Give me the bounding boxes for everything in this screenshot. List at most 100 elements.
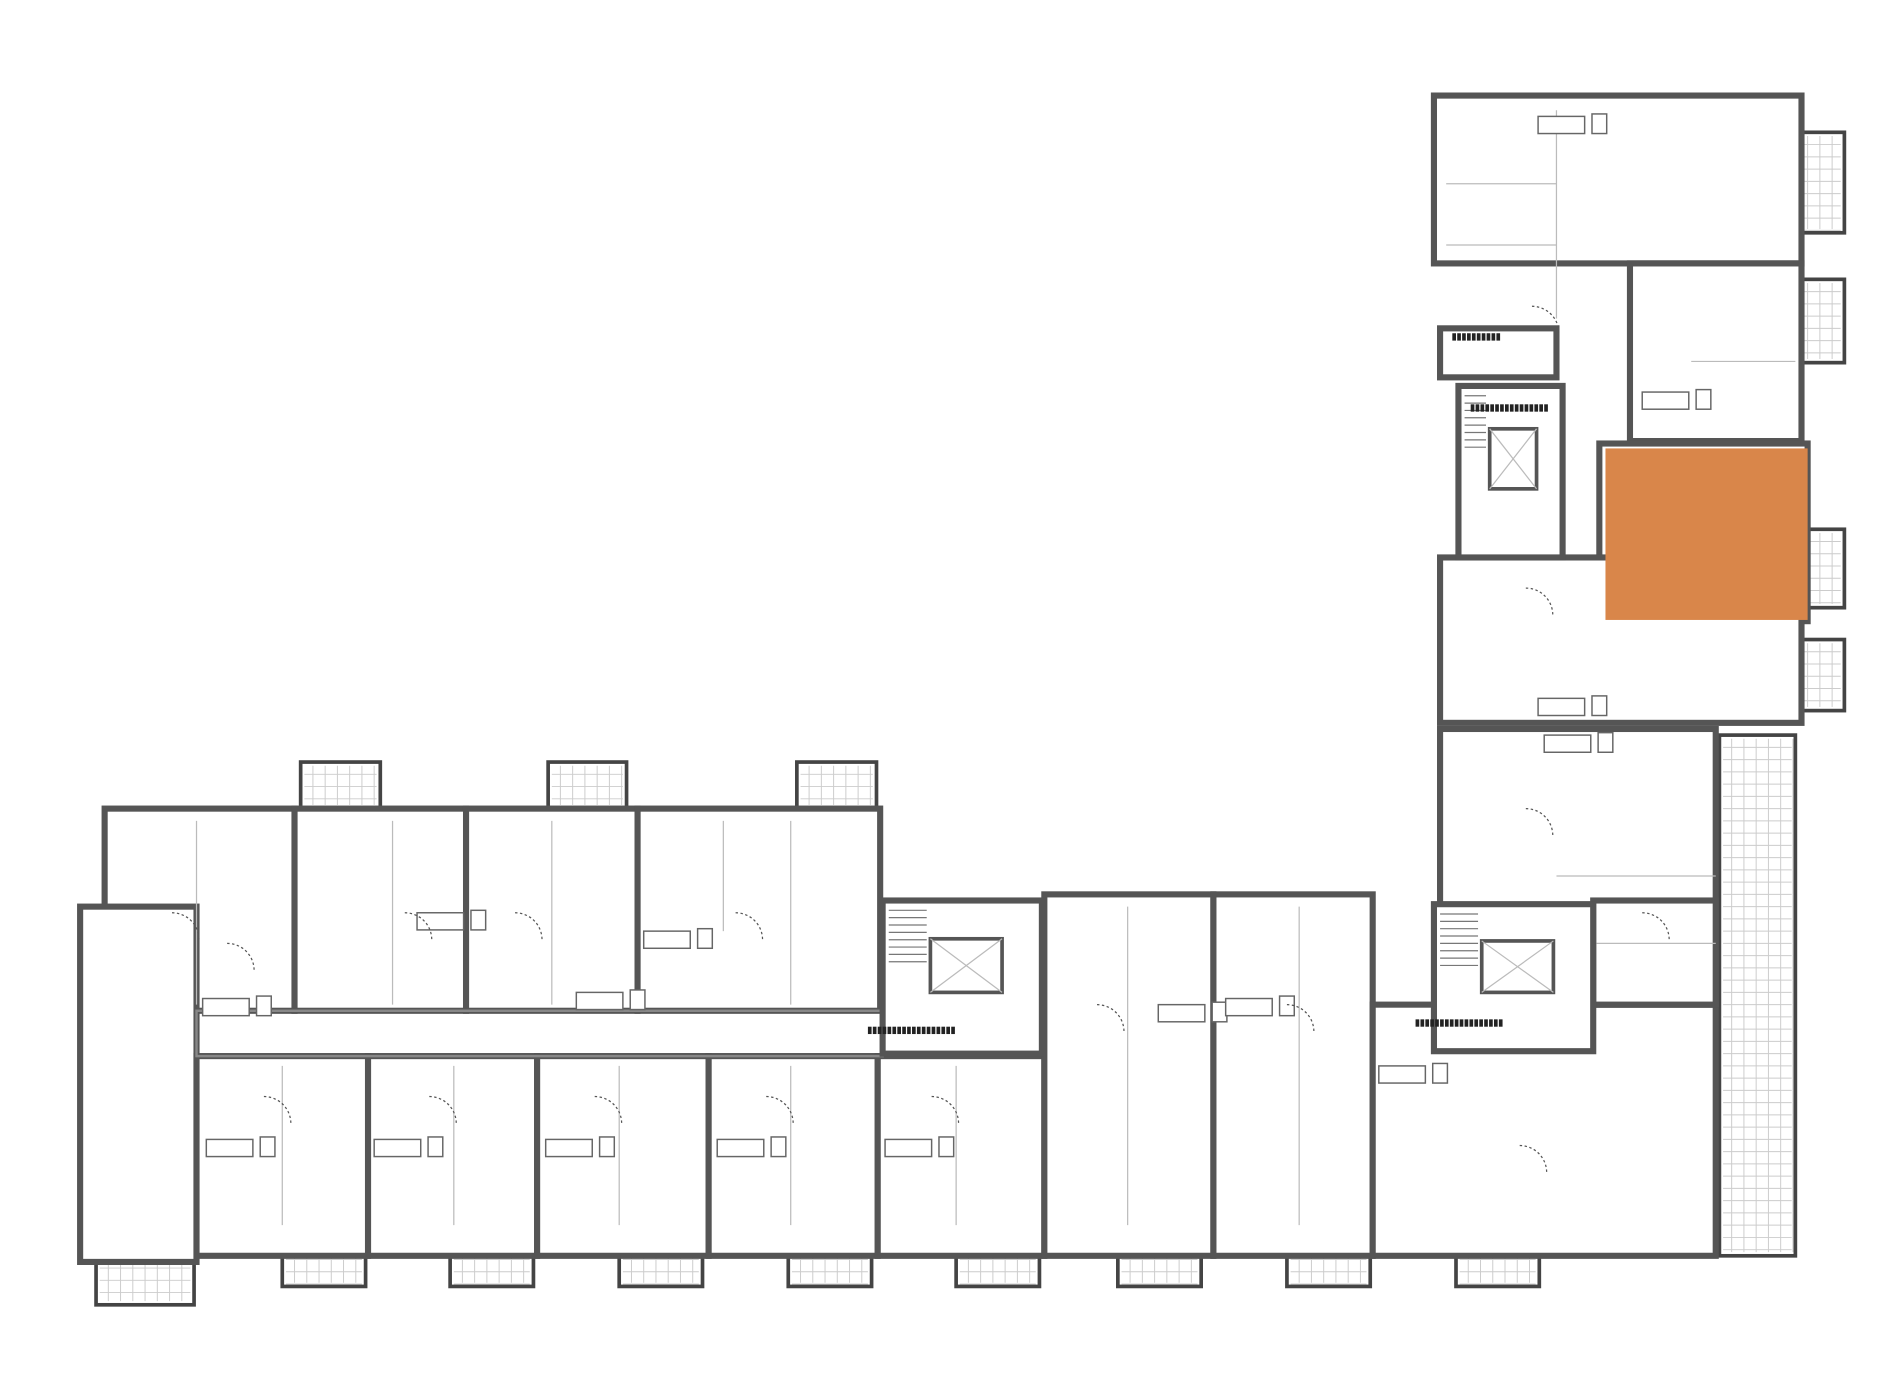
ventilation-grille: [1452, 333, 1501, 341]
toilet: [938, 1136, 955, 1158]
balconies: [94, 130, 1847, 1307]
door-swings: [172, 305, 1670, 1173]
toilet: [1695, 388, 1712, 410]
grille-slot: [907, 1026, 911, 1035]
grille-slot: [1415, 1019, 1420, 1027]
stair-core: [879, 897, 1045, 1057]
grille-slot: [1544, 404, 1548, 412]
grille-slot: [951, 1026, 955, 1035]
door-swing: [735, 912, 764, 940]
bathtub: [205, 1138, 254, 1158]
elevator-cross: [930, 938, 1003, 993]
door-swing: [1519, 1144, 1548, 1173]
grille-slot: [1524, 404, 1529, 412]
bathtub: [884, 1138, 933, 1158]
bathroom-fixtures: [201, 113, 1712, 1158]
stair-elevator-cores: [867, 333, 1597, 1057]
apartment-unit: [1626, 260, 1805, 445]
toilet: [1278, 995, 1296, 1017]
door-swing: [1525, 808, 1554, 836]
apartment-unit: [1590, 897, 1719, 1008]
grille-slot: [1509, 404, 1514, 412]
grille-slot: [1534, 404, 1539, 412]
door-swing: [1286, 1004, 1315, 1032]
elevator-cross: [1489, 428, 1538, 490]
grille-slot: [897, 1026, 901, 1035]
toilet: [1591, 113, 1608, 135]
balcony: [298, 760, 383, 811]
bathtub: [1543, 734, 1592, 753]
grille-slot: [1539, 404, 1543, 412]
grille-slot: [877, 1026, 882, 1035]
grille-slot: [1480, 404, 1485, 412]
toilet: [427, 1136, 444, 1158]
balcony-outline: [795, 760, 879, 811]
grille-slot: [921, 1026, 926, 1035]
bathtub: [416, 912, 465, 931]
grille-slot: [882, 1026, 887, 1035]
balcony: [795, 760, 879, 811]
apartment-unit: [634, 805, 884, 1014]
door-swing: [429, 1095, 457, 1124]
door-swing: [1525, 587, 1554, 616]
door-swing: [766, 1095, 794, 1124]
door-swing: [1531, 305, 1560, 334]
door-swing: [1642, 912, 1670, 940]
grille-slot: [1474, 1019, 1479, 1027]
grille-slot: [1425, 1019, 1430, 1027]
highlighted-apartment[interactable]: [1605, 448, 1808, 620]
bathtub: [575, 991, 624, 1011]
grille-slot: [1476, 333, 1481, 341]
toilet: [770, 1136, 787, 1158]
toilet: [1597, 731, 1614, 753]
toilet: [1211, 1001, 1228, 1023]
ventilation-grille: [1415, 1019, 1503, 1027]
grille-slot: [1454, 1019, 1459, 1027]
elevator-cross: [1481, 940, 1554, 993]
bathtub: [642, 930, 691, 950]
stair-core: [1455, 382, 1566, 561]
bathtub: [1378, 1065, 1427, 1084]
grille-slot: [1498, 1019, 1503, 1027]
grille-slot: [1491, 333, 1496, 341]
grille-slot: [912, 1026, 916, 1035]
apartment-unit: [1430, 92, 1805, 267]
grille-slot: [1469, 1019, 1474, 1027]
toilet: [629, 989, 646, 1011]
grille-slot: [1500, 404, 1504, 412]
grille-slot: [1435, 1019, 1439, 1027]
grille-slot: [916, 1026, 921, 1035]
bathtub: [1537, 697, 1586, 717]
apartment-unit: [291, 805, 470, 1014]
grille-slot: [1489, 1019, 1493, 1027]
grille-slot: [1470, 404, 1475, 412]
bathtub: [373, 1138, 422, 1158]
bathtub: [716, 1138, 765, 1158]
apartment-unit: [1041, 891, 1217, 1259]
stair-core: [1430, 901, 1597, 1055]
bathtub: [1641, 391, 1690, 410]
grille-slot: [1485, 404, 1490, 412]
grille-slot: [1505, 404, 1509, 412]
grille-slot: [941, 1026, 946, 1035]
grille-slot: [1486, 333, 1491, 341]
door-swing: [227, 942, 255, 971]
grille-slot: [1440, 1019, 1444, 1027]
door-swing: [1097, 1004, 1125, 1032]
apartment-unit: [1210, 891, 1376, 1259]
grille-slot: [1467, 333, 1471, 341]
grille-slot: [902, 1026, 906, 1035]
grille-slot: [1481, 333, 1486, 341]
grille-slot: [946, 1026, 950, 1035]
grille-slot: [1457, 333, 1461, 341]
grille-slot: [867, 1026, 872, 1035]
toilet: [255, 995, 272, 1017]
grille-slot: [1430, 1019, 1434, 1027]
grille-slot: [926, 1026, 931, 1035]
grille-slot: [1444, 1019, 1449, 1027]
grille-slot: [1514, 404, 1519, 412]
grille-slot: [872, 1026, 877, 1035]
balcony: [546, 760, 629, 811]
ventilation-grille: [1470, 404, 1548, 412]
